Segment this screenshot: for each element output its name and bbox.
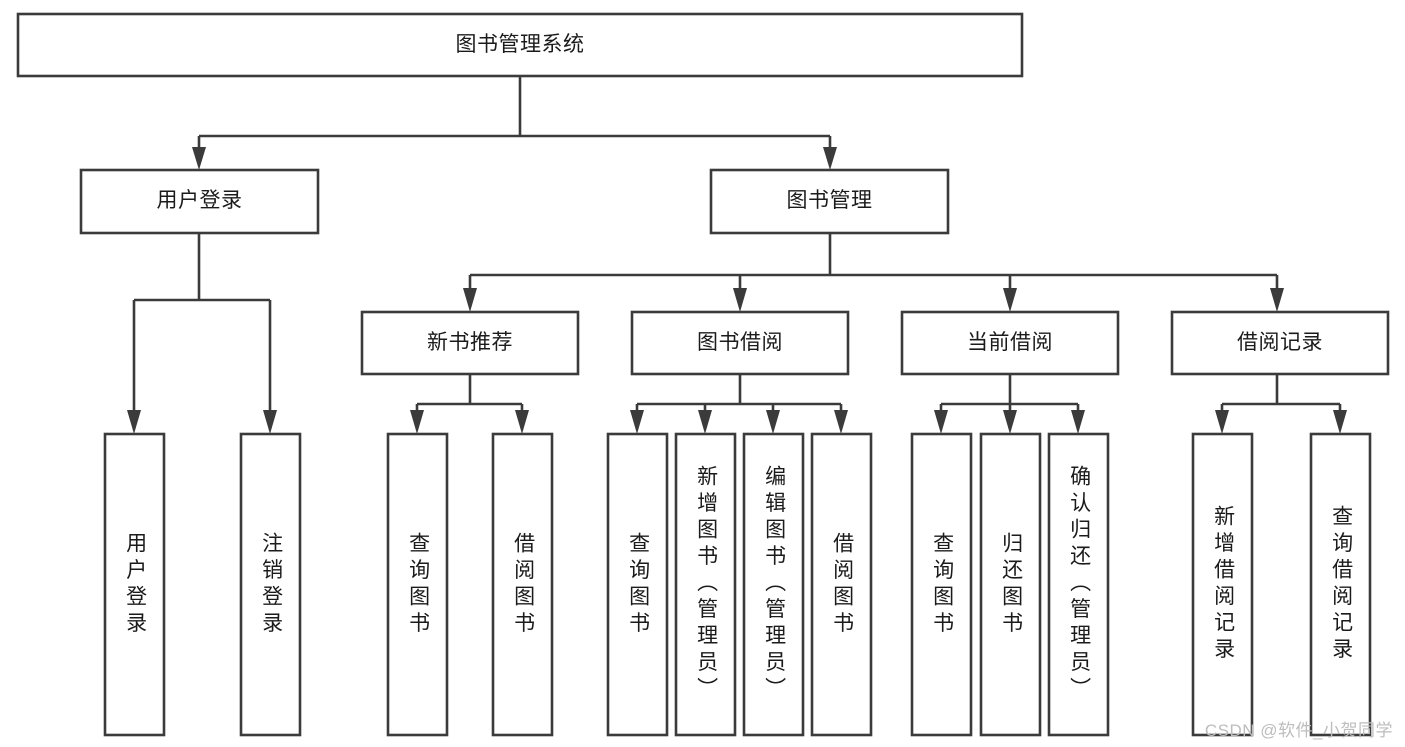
connector-group-book-borrow <box>630 374 848 434</box>
arrowhead-new-book-rec <box>463 288 477 312</box>
arrowhead-leaf-query-book-3 <box>934 410 948 434</box>
node-box-leaf-edit-book[interactable] <box>742 432 805 737</box>
arrowhead-leaf-borrow-book-2 <box>834 410 848 434</box>
connector-group-borrow-record <box>1215 374 1347 434</box>
arrowhead-leaf-logout <box>263 410 277 434</box>
arrowhead-leaf-query-book-2 <box>630 410 644 434</box>
connector-group-user-login <box>127 233 277 434</box>
node-box-leaf-user-login[interactable] <box>103 432 166 737</box>
node-box-leaf-query-record[interactable] <box>1309 432 1372 737</box>
arrowhead-leaf-return-book <box>1003 410 1017 434</box>
arrowhead-leaf-query-record <box>1333 410 1347 434</box>
node-box-book-borrow[interactable] <box>630 310 850 376</box>
node-box-leaf-add-record[interactable] <box>1191 432 1254 737</box>
connector-group-book-manage <box>463 233 1284 312</box>
node-box-new-book-rec[interactable] <box>360 310 580 376</box>
connector-group-new-book-rec <box>410 374 529 434</box>
node-box-leaf-return-book[interactable] <box>979 432 1042 737</box>
node-box-leaf-confirm-return[interactable] <box>1047 432 1110 737</box>
arrowhead-leaf-add-book <box>698 410 712 434</box>
node-box-leaf-query-book-2[interactable] <box>606 432 669 737</box>
arrowhead-leaf-confirm-return <box>1071 410 1085 434</box>
arrowhead-leaf-add-record <box>1215 410 1229 434</box>
arrowhead-current-borrow <box>1003 288 1017 312</box>
node-box-borrow-record[interactable] <box>1170 310 1390 376</box>
node-box-user-login[interactable] <box>79 168 320 235</box>
arrowhead-leaf-borrow-book-1 <box>515 410 529 434</box>
arrowhead-user-login <box>192 147 206 170</box>
node-box-leaf-borrow-book-2[interactable] <box>810 432 873 737</box>
arrowhead-leaf-edit-book <box>766 410 780 434</box>
arrowhead-leaf-query-book-1 <box>410 410 424 434</box>
connector-group-root <box>192 76 837 170</box>
node-box-leaf-borrow-book-1[interactable] <box>491 432 554 737</box>
arrowhead-leaf-user-login <box>127 410 141 434</box>
node-box-leaf-query-book-1[interactable] <box>386 432 449 737</box>
arrowhead-borrow-record <box>1270 288 1284 312</box>
node-box-leaf-logout[interactable] <box>239 432 302 737</box>
arrowhead-book-borrow <box>733 288 747 312</box>
node-box-current-borrow[interactable] <box>900 310 1120 376</box>
node-box-book-manage[interactable] <box>709 168 950 235</box>
node-box-leaf-query-book-3[interactable] <box>910 432 973 737</box>
node-box-leaf-add-book[interactable] <box>674 432 737 737</box>
node-box-root[interactable] <box>16 12 1024 78</box>
connector-group-current-borrow <box>934 374 1085 434</box>
arrowhead-book-manage <box>823 147 837 170</box>
